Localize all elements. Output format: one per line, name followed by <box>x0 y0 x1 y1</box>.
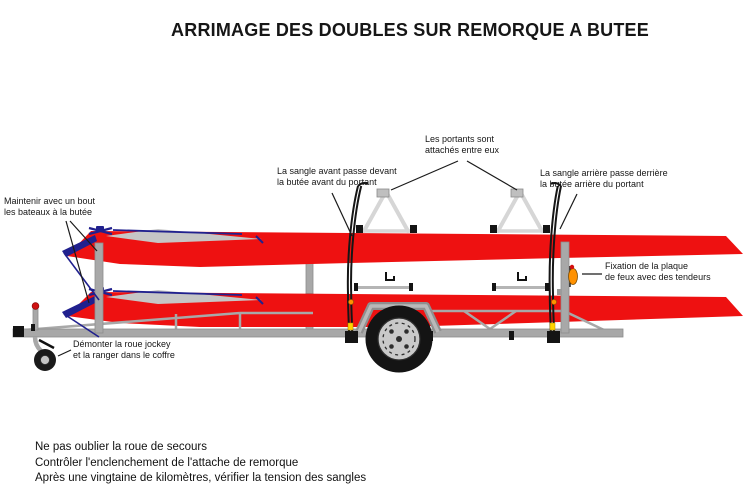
portant-triangle-rear <box>490 188 550 233</box>
upper-oar <box>112 229 243 235</box>
boat-crossbars <box>354 283 549 291</box>
footer-note-3: Après une vingtaine de kilomètres, vérif… <box>35 472 367 484</box>
page-title: ARRIMAGE DES DOUBLES SUR REMORQUE A BUTE… <box>171 20 649 40</box>
rear-strap <box>547 181 562 343</box>
rear-light-mast <box>557 241 570 334</box>
annotation-roue-jockey: Démonter la roue jockey et la ranger dan… <box>73 339 175 360</box>
annotation-fixation-plaque: Fixation de la plaque de feux avec des t… <box>605 261 711 282</box>
lower-oar <box>112 290 243 296</box>
trailer-frame <box>12 309 624 341</box>
annotation-sangle-avant: La sangle avant passe devant la butée av… <box>277 166 397 187</box>
upper-boat <box>62 226 743 267</box>
front-strap <box>345 181 369 343</box>
stop-hook-front <box>385 272 395 281</box>
upper-rigger <box>88 226 113 236</box>
footer-note-1: Ne pas oublier la roue de secours <box>35 441 207 453</box>
jockey-wheel-assembly <box>31 302 56 371</box>
annotation-sangle-arriere: La sangle arrière passe derrière la buté… <box>540 168 668 189</box>
road-wheel <box>365 305 433 373</box>
portant-triangle-front <box>356 188 417 233</box>
annotation-maintenir-bout: Maintenir avec un bout les bateaux à la … <box>4 196 96 217</box>
footer-notes: Ne pas oublier la roue de secours Contrô… <box>35 440 366 487</box>
annotation-arrows <box>57 160 602 357</box>
stop-hook-rear <box>517 272 527 281</box>
main-rail <box>12 328 624 338</box>
front-stop-mast <box>94 242 104 334</box>
hitch-coupler <box>13 326 24 337</box>
footer-note-2: Contrôler l'enclenchement de l'attache d… <box>35 456 299 469</box>
bow-rope-lower <box>63 313 100 338</box>
light-board-fixture <box>568 264 578 287</box>
annotation-les-portants: Les portants sont attachés entre eux <box>425 134 500 155</box>
